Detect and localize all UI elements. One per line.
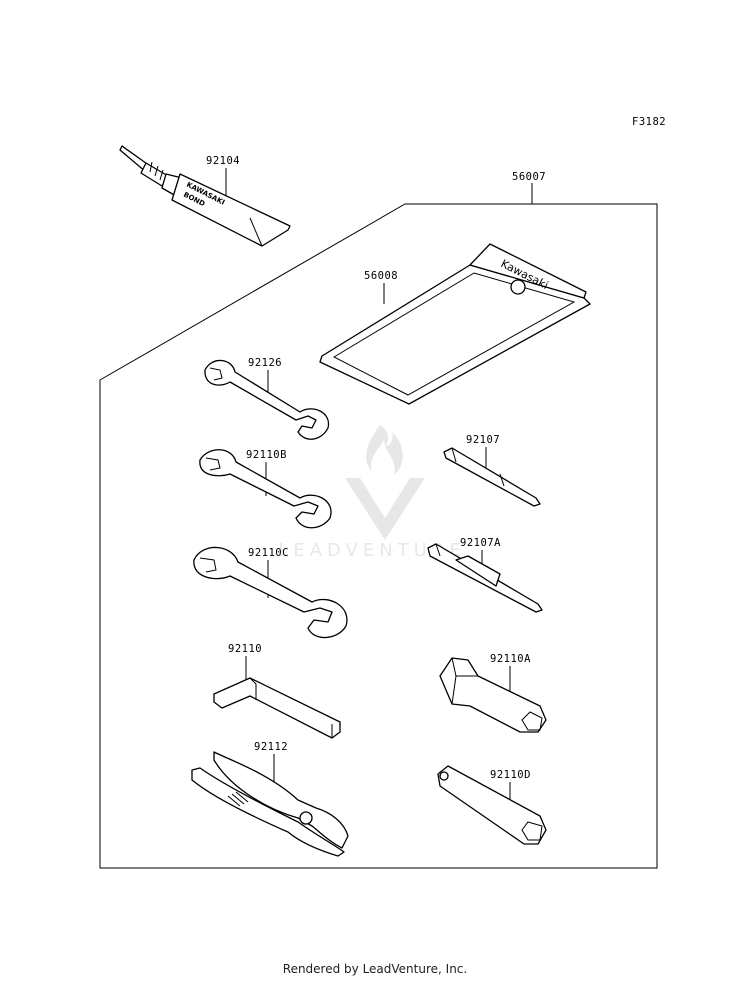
footer-credit: Rendered by LeadVenture, Inc. — [282, 962, 468, 976]
hex-key-icon — [213, 677, 341, 739]
part-number-56008: 56008 — [364, 270, 398, 282]
part-number-92107: 92107 — [466, 434, 500, 446]
part-number-92110: 92110 — [228, 643, 262, 655]
screwdriver-double-icon — [427, 543, 543, 613]
part-92107A[interactable]: 92107A — [427, 537, 543, 613]
part-92107[interactable]: 92107 — [443, 434, 541, 507]
part-number-92104: 92104 — [206, 155, 240, 167]
part-number-92112: 92112 — [254, 741, 288, 753]
part-number-92107A: 92107A — [460, 537, 501, 549]
diagram-code: F3182 — [632, 116, 666, 128]
part-92110B[interactable]: 92110B — [199, 449, 332, 529]
screwdriver-icon — [443, 447, 541, 507]
wrench-small-icon — [204, 359, 330, 440]
part-92112[interactable]: 92112 — [191, 741, 349, 857]
part-number-92110A: 92110A — [490, 653, 531, 665]
part-92110[interactable]: 92110 — [213, 643, 341, 739]
part-number-92126: 92126 — [248, 357, 282, 369]
socket-wrench-icon — [439, 657, 547, 733]
part-number-92110C: 92110C — [248, 547, 289, 559]
part-92110C[interactable]: 92110C — [193, 546, 348, 639]
part-92104[interactable]: 92104 KAWASAKI BOND — [119, 145, 291, 247]
watermark-text: LEADVENTURE — [278, 540, 465, 561]
part-56008[interactable]: 56008 Kawasaki — [319, 243, 591, 405]
wrench-medium-icon — [199, 449, 332, 529]
bond-tube-icon: KAWASAKI BOND — [119, 145, 291, 247]
watermark: LEADVENTURE — [278, 425, 465, 561]
tool-pouch-icon: Kawasaki — [319, 243, 591, 405]
part-number-92110D: 92110D — [490, 769, 531, 781]
kit-outline — [99, 203, 658, 869]
pliers-icon — [191, 751, 349, 857]
part-92110A[interactable]: 92110A — [439, 653, 547, 733]
socket-handle-icon — [437, 765, 547, 845]
part-92110D[interactable]: 92110D — [437, 765, 547, 845]
part-92126[interactable]: 92126 — [204, 357, 330, 440]
part-number-56007: 56007 — [512, 171, 546, 183]
wrench-large-icon — [193, 546, 348, 639]
part-56007[interactable]: 56007 — [512, 171, 546, 204]
part-number-92110B: 92110B — [246, 449, 287, 461]
